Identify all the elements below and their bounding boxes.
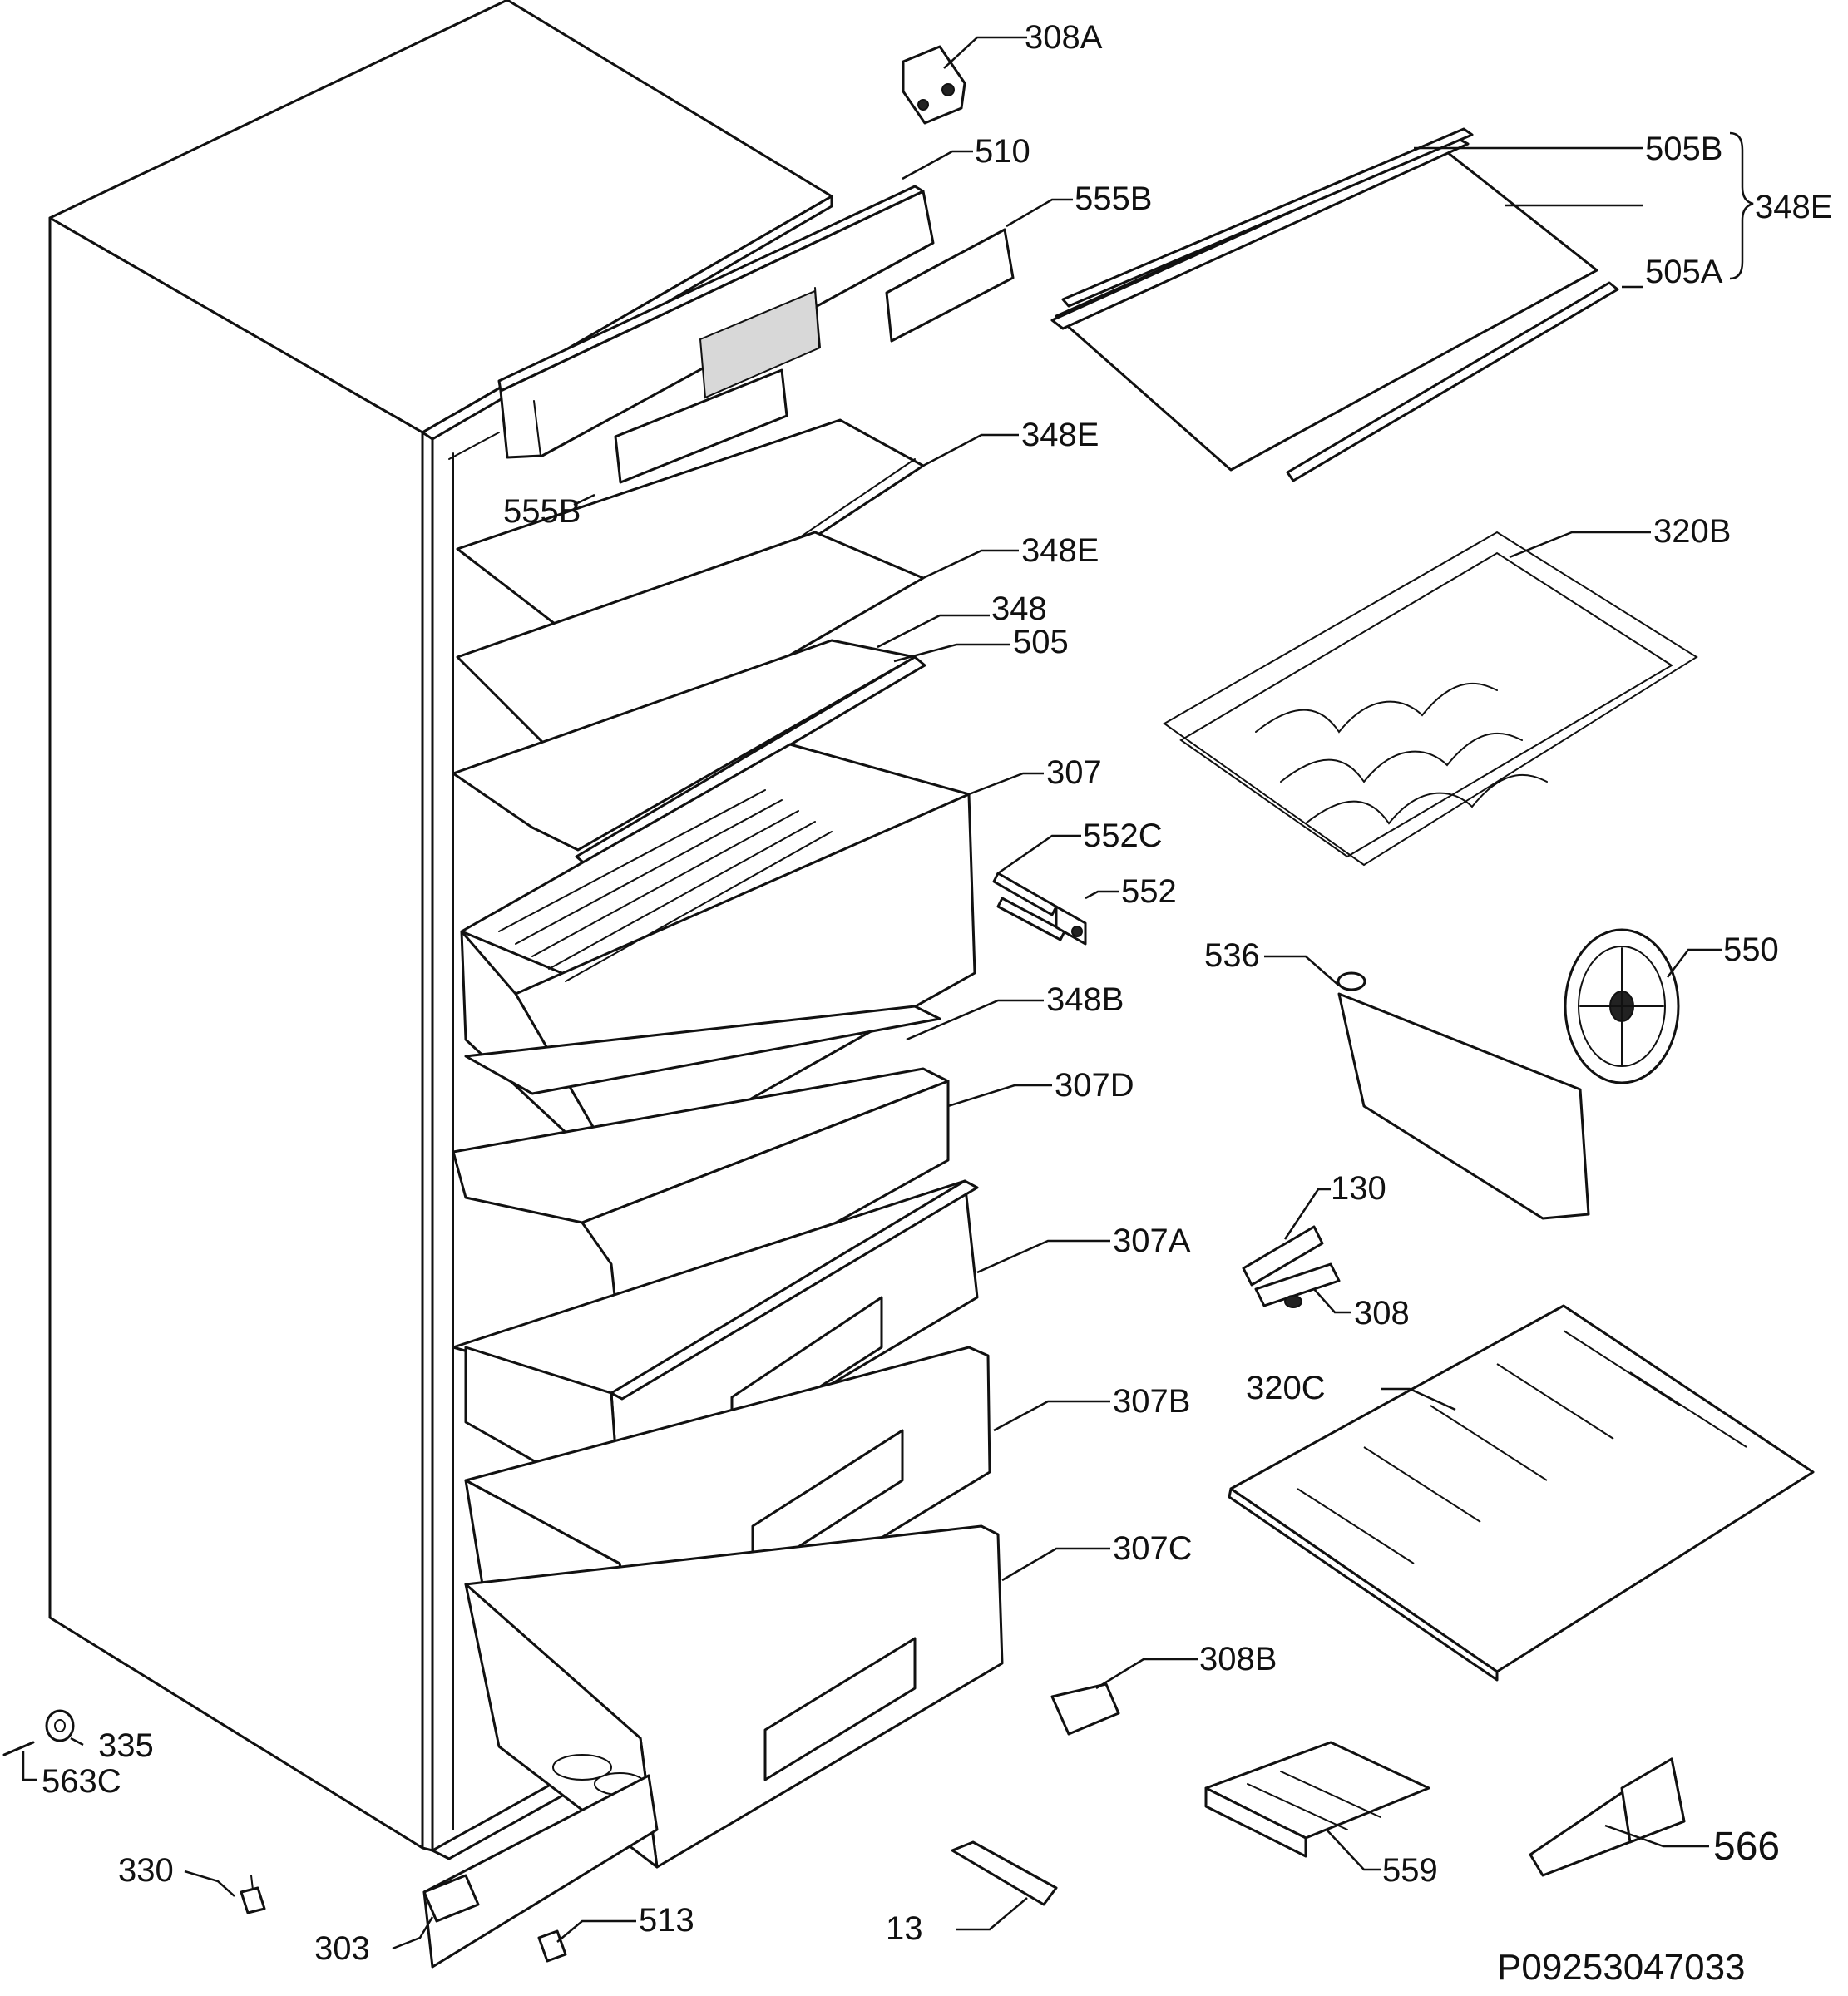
door-switch-130 — [1242, 1225, 1324, 1287]
callout-303: 303 — [314, 1930, 370, 1967]
hinge-308 — [1254, 1262, 1341, 1308]
callout-552: 552 — [1121, 873, 1177, 910]
glass-shelf-348 — [452, 639, 917, 852]
callout-555B-left: 555B — [503, 493, 581, 530]
callout-330: 330 — [118, 1852, 174, 1889]
callout-335: 335 — [98, 1727, 154, 1764]
callout-labels: 308A 510 555B 555B 505B 348E 505A 348E 3… — [42, 19, 1832, 1988]
callout-505A: 505A — [1645, 254, 1723, 290]
scraper-566 — [1529, 1757, 1686, 1877]
wire-shelf-320C-slots — [1297, 1330, 1747, 1564]
callout-563C: 563C — [42, 1763, 121, 1800]
glass-shelf-assembly-348E — [1050, 127, 1619, 482]
callout-130: 130 — [1331, 1170, 1386, 1207]
wine-rack-320B — [1163, 531, 1698, 867]
callout-348E-group: 348E — [1755, 189, 1832, 225]
callout-513: 513 — [639, 1902, 694, 1939]
kickplate-303 — [422, 1774, 659, 1969]
leveling-foot-330 — [240, 1875, 266, 1914]
wheel-335 — [45, 1709, 75, 1742]
callout-307: 307 — [1046, 754, 1102, 791]
callout-505: 505 — [1013, 624, 1069, 660]
callout-536: 536 — [1204, 937, 1260, 974]
crisper-cover-348B — [464, 1005, 941, 1095]
callout-348E-2: 348E — [1021, 532, 1099, 569]
clip-513 — [537, 1929, 567, 1963]
callout-510: 510 — [975, 133, 1030, 170]
callout-308: 308 — [1354, 1295, 1410, 1331]
callout-320C: 320C — [1246, 1370, 1326, 1406]
callout-348E-1: 348E — [1021, 417, 1099, 453]
callout-320B: 320B — [1653, 513, 1731, 550]
callout-550: 550 — [1723, 931, 1779, 968]
drawer-307C — [464, 1524, 1004, 1869]
control-panel-510 — [497, 185, 935, 459]
axle-563C — [2, 1741, 35, 1756]
door-rail-552C — [992, 872, 1066, 941]
bracket-13 — [951, 1840, 1058, 1906]
hinge-308A — [902, 45, 966, 125]
drawer-307-ribbing — [498, 789, 833, 982]
light-cover-555B-left — [614, 368, 788, 484]
callout-308A: 308A — [1025, 19, 1103, 56]
callout-559: 559 — [1382, 1852, 1438, 1889]
callout-307A: 307A — [1113, 1223, 1191, 1259]
callout-13: 13 — [886, 1910, 923, 1947]
leader-lines — [22, 36, 1722, 1950]
wire-shelf-320C — [1228, 1304, 1815, 1682]
callout-555B-top: 555B — [1075, 180, 1152, 217]
rail-end-552 — [1055, 905, 1087, 946]
light-cover-555B-right — [885, 228, 1015, 343]
ice-tray-559 — [1204, 1741, 1430, 1858]
callout-552C: 552C — [1083, 818, 1163, 854]
hinge-308B — [1050, 1682, 1120, 1736]
bracket-348E-group — [1729, 131, 1754, 280]
divider-536 — [1337, 971, 1590, 1220]
callout-308B: 308B — [1199, 1641, 1277, 1677]
callout-307C: 307C — [1113, 1530, 1193, 1567]
callout-566: 566 — [1713, 1825, 1780, 1869]
callout-307D: 307D — [1055, 1067, 1134, 1104]
callout-307B: 307B — [1113, 1383, 1190, 1420]
callout-348: 348 — [991, 590, 1047, 627]
fan-550 — [1564, 928, 1680, 1084]
document-code: P09253047033 — [1497, 1947, 1746, 1988]
callout-505B: 505B — [1645, 131, 1722, 167]
callout-348B: 348B — [1046, 981, 1124, 1018]
